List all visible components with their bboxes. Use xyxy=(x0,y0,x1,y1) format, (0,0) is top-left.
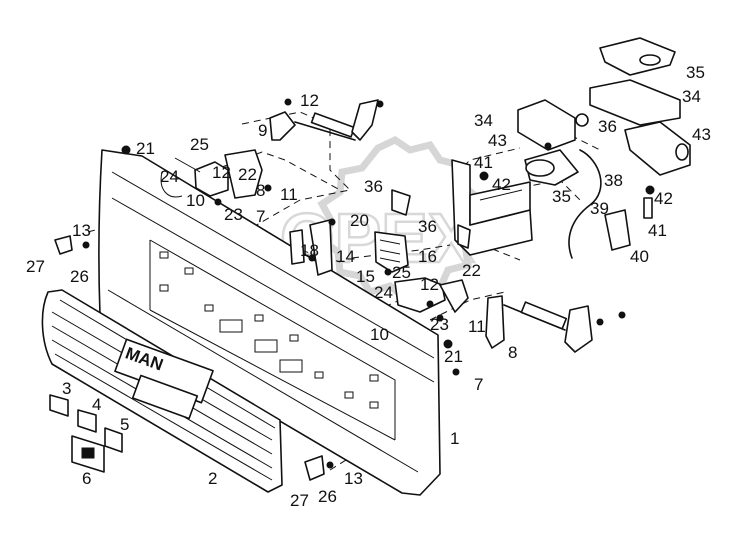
upper-left-hinge xyxy=(121,145,272,206)
callout-24-upper: 24 xyxy=(160,167,179,186)
callout-41-left: 41 xyxy=(474,153,493,172)
callout-6: 6 xyxy=(82,469,91,488)
release-cable xyxy=(568,113,655,259)
callout-12-top: 12 xyxy=(300,91,319,110)
callout-1: 1 xyxy=(450,429,459,448)
callout-34-right: 34 xyxy=(682,87,701,106)
front-panel xyxy=(98,149,441,496)
callout-42-left: 42 xyxy=(492,175,511,194)
callout-27-lower: 27 xyxy=(290,491,309,510)
callout-18: 18 xyxy=(300,241,319,260)
panel-slots xyxy=(159,251,379,409)
gas-strut-lower xyxy=(485,295,626,353)
callout-36-left: 36 xyxy=(364,177,383,196)
callout-41-right: 41 xyxy=(648,221,667,240)
callout-20: 20 xyxy=(350,211,369,230)
callout-36-center: 36 xyxy=(418,217,437,236)
callout-35-middle: 35 xyxy=(552,187,571,206)
upper-right-lock xyxy=(517,37,691,186)
center-hinge xyxy=(289,219,409,276)
callout-10-upper: 10 xyxy=(186,191,205,210)
callout-10-lower: 10 xyxy=(370,325,389,344)
callout-43-right: 43 xyxy=(692,125,711,144)
callout-36-right: 36 xyxy=(598,117,617,136)
callout-23-lower: 23 xyxy=(430,315,449,334)
callout-11-lower: 11 xyxy=(468,317,486,336)
callout-22-lower: 22 xyxy=(462,261,481,280)
callout-27-upper: 27 xyxy=(26,257,45,276)
callout-40: 40 xyxy=(630,247,649,266)
emblem-letters xyxy=(49,394,123,473)
callout-labels: 1 2 3 4 5 6 7 7 8 8 9 10 10 11 11 12 12 … xyxy=(26,63,711,510)
callout-14: 14 xyxy=(336,247,355,266)
callout-43-left: 43 xyxy=(488,131,507,150)
callout-39: 39 xyxy=(590,199,609,218)
callout-8-lower: 8 xyxy=(508,343,517,362)
fasteners xyxy=(308,218,460,376)
callout-21-lower: 21 xyxy=(444,347,463,366)
callout-13-upper: 13 xyxy=(72,221,91,240)
callout-42-right: 42 xyxy=(654,189,673,208)
callout-24-lower: 24 xyxy=(374,283,393,302)
callout-38: 38 xyxy=(604,171,623,190)
callout-12-left: 12 xyxy=(212,163,231,182)
callout-23-upper: 23 xyxy=(224,205,243,224)
callout-26-lower: 26 xyxy=(318,487,337,506)
callout-7-upper: 7 xyxy=(256,207,265,226)
callout-12-center: 12 xyxy=(420,275,439,294)
callout-25-upper: 25 xyxy=(190,135,209,154)
callout-21-upper: 21 xyxy=(136,139,155,158)
callout-9: 9 xyxy=(258,121,267,140)
callout-5: 5 xyxy=(120,415,129,434)
callout-3: 3 xyxy=(62,379,71,398)
callout-2: 2 xyxy=(208,469,217,488)
callout-8-upper: 8 xyxy=(256,181,265,200)
callout-16: 16 xyxy=(418,247,437,266)
callout-35-top: 35 xyxy=(686,63,705,82)
callout-34-left: 34 xyxy=(474,111,493,130)
clips xyxy=(54,235,334,481)
callout-25-lower: 25 xyxy=(392,263,411,282)
callout-11-upper: 11 xyxy=(280,185,298,204)
callout-7-lower: 7 xyxy=(474,375,483,394)
callout-22-upper: 22 xyxy=(238,165,257,184)
callout-13-lower: 13 xyxy=(344,469,363,488)
gas-strut-upper xyxy=(269,98,384,141)
middle-latch-bracket xyxy=(391,159,533,256)
callout-15: 15 xyxy=(356,267,375,286)
callout-26-upper: 26 xyxy=(70,267,89,286)
callout-4: 4 xyxy=(92,395,101,414)
